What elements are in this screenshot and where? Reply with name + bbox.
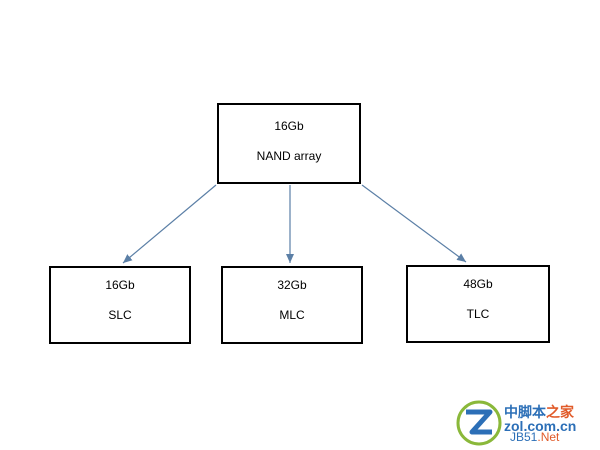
- watermark-site-name: 中脚本之家: [504, 404, 574, 420]
- zol-logo-icon: [456, 400, 502, 446]
- node-nand-array-capacity: 16Gb: [274, 119, 304, 133]
- node-tlc-label: TLC: [466, 307, 490, 321]
- node-slc-capacity: 16Gb: [105, 278, 135, 292]
- node-mlc: 32Gb MLC: [221, 266, 363, 344]
- watermark-domain-jb51: JB51.Net: [510, 430, 560, 444]
- watermark-domain-zol: zol.com.cn: [504, 418, 577, 434]
- node-nand-array-label: NAND array: [256, 149, 322, 163]
- node-tlc-capacity: 48Gb: [463, 277, 493, 291]
- node-slc-label: SLC: [108, 308, 132, 322]
- node-tlc: 48Gb TLC: [406, 265, 550, 343]
- node-nand-array: 16Gb NAND array: [217, 103, 361, 184]
- edge-root-to-tlc: [361, 184, 467, 263]
- node-mlc-capacity: 32Gb: [277, 278, 307, 292]
- node-slc: 16Gb SLC: [49, 266, 191, 344]
- edge-root-to-slc: [122, 184, 217, 264]
- watermark: 中脚本之家 zol.com.cn JB51.Net: [456, 400, 596, 446]
- node-mlc-label: MLC: [279, 308, 305, 322]
